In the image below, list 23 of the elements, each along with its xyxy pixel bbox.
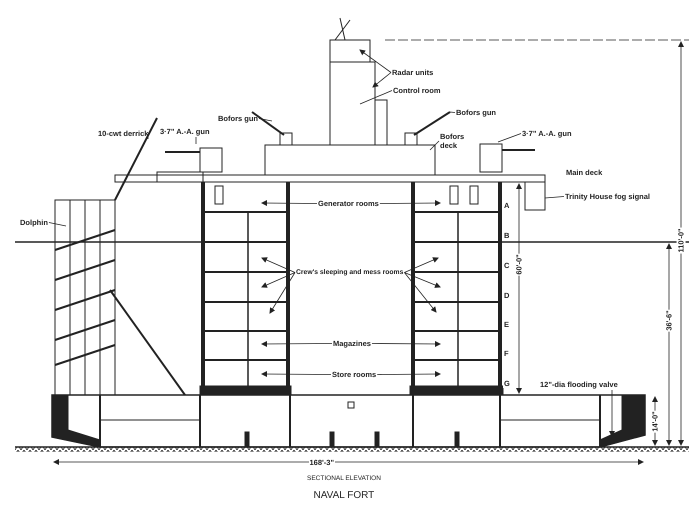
leader-line xyxy=(359,49,392,73)
leader-line xyxy=(404,272,441,288)
leader-line xyxy=(269,272,296,314)
leader-line xyxy=(430,140,440,150)
leader-line xyxy=(609,390,615,437)
leader-line xyxy=(48,222,66,226)
leader-line xyxy=(379,200,441,206)
leader-line xyxy=(372,340,441,347)
title: NAVAL FORT xyxy=(314,490,374,502)
leader-line xyxy=(258,118,272,122)
leader-line xyxy=(261,272,296,288)
leader-line xyxy=(261,257,296,273)
leader-line xyxy=(261,200,318,206)
leader-line xyxy=(376,371,441,378)
leader-line xyxy=(261,340,332,347)
leader-line xyxy=(372,72,392,88)
leader-line xyxy=(450,112,456,113)
leader-line xyxy=(544,196,564,198)
leader-line xyxy=(360,90,392,104)
leader-line xyxy=(404,272,437,313)
leader-line xyxy=(498,133,522,142)
leader-line xyxy=(261,371,332,378)
leader-line xyxy=(404,257,439,273)
